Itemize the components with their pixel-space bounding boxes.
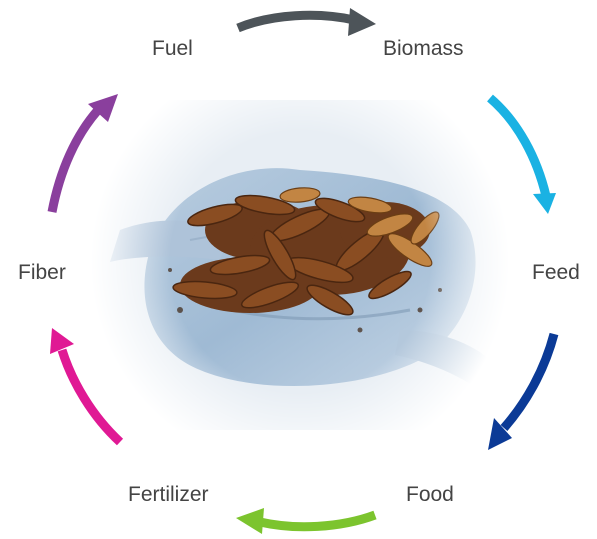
- label-fuel: Fuel: [152, 37, 193, 61]
- label-biomass: Biomass: [383, 37, 464, 61]
- arrow-fuel-to-biomass: [238, 8, 376, 36]
- label-fertilizer: Fertilizer: [128, 483, 209, 507]
- label-fiber: Fiber: [18, 261, 66, 285]
- larvae-photo: [90, 100, 510, 430]
- label-feed: Feed: [532, 261, 580, 285]
- label-food: Food: [406, 483, 454, 507]
- arrow-food-to-fertilizer: [236, 508, 375, 534]
